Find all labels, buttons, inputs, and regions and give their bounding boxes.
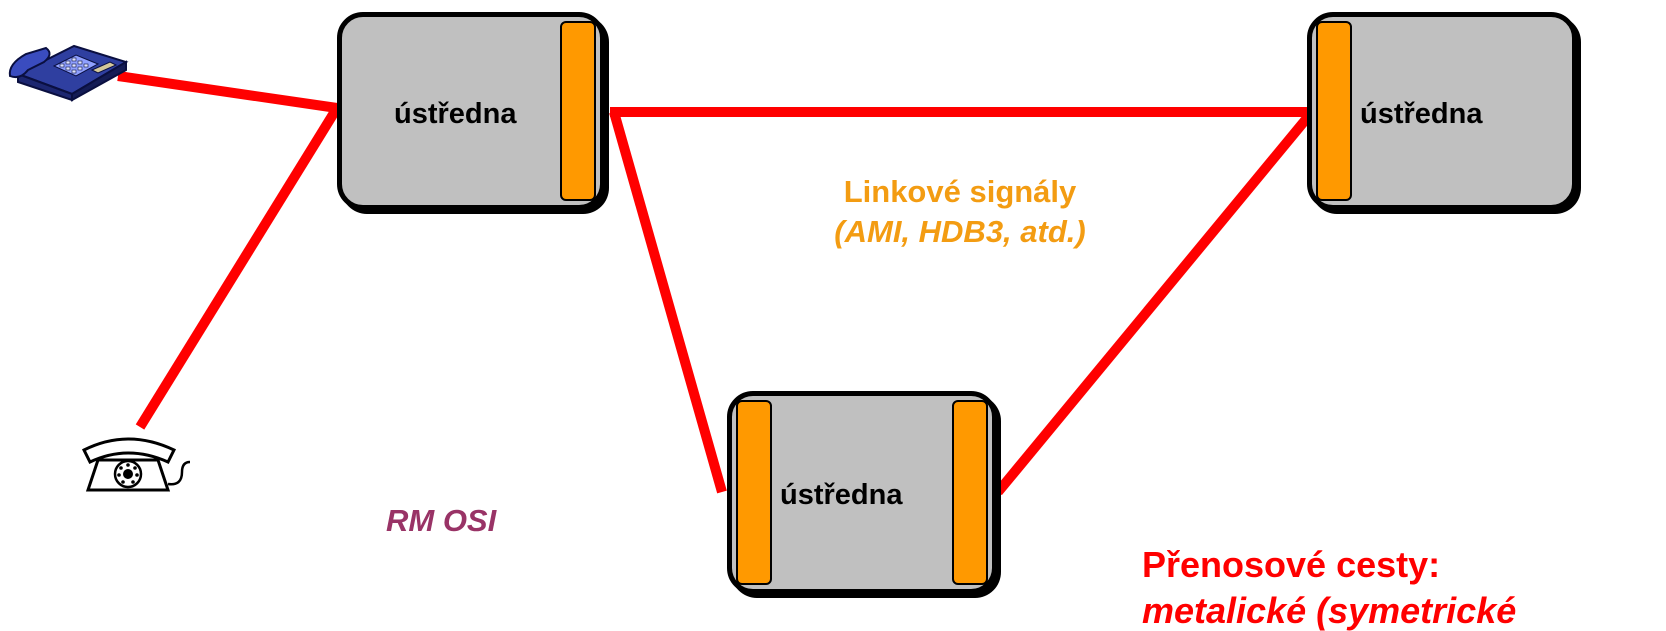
link-deskphone-to-exchange xyxy=(117,71,338,113)
exchange-label: ústředna xyxy=(394,98,517,130)
transmission-paths-title: Přenosové cesty: xyxy=(1142,544,1441,585)
link-exchange-to-bottom-exchange xyxy=(609,110,727,494)
desk-phone-icon xyxy=(8,44,129,102)
line-signals-caption: Linkové signály (AMI, HDB3, atd.) xyxy=(760,172,1160,252)
exchange-port-right xyxy=(560,21,596,201)
transmission-paths-subtitle: metalické (symetrické xyxy=(1142,590,1517,631)
line-signals-subtitle: (AMI, HDB3, atd.) xyxy=(834,214,1086,249)
exchange-label: ústředna xyxy=(780,479,903,511)
link-rotaryphone-to-exchange xyxy=(135,105,342,430)
line-signals-title: Linkové signály xyxy=(843,174,1077,209)
exchange-port-right xyxy=(952,400,988,585)
exchange-port-left xyxy=(736,400,772,585)
transmission-paths-caption: Přenosové cesty: metalické (symetrické xyxy=(1142,542,1516,631)
rotary-phone-icon xyxy=(81,437,191,492)
exchange-right: ústředna xyxy=(1307,12,1577,210)
rm-osi-caption: RM OSI xyxy=(386,503,497,538)
exchange-port-left xyxy=(1316,21,1352,201)
link-right-exchange-to-bottom-exchange xyxy=(994,108,1316,496)
exchange-label: ústředna xyxy=(1360,98,1483,130)
exchange-top-left: ústředna xyxy=(337,12,605,210)
exchange-bottom: ústředna xyxy=(727,391,997,594)
